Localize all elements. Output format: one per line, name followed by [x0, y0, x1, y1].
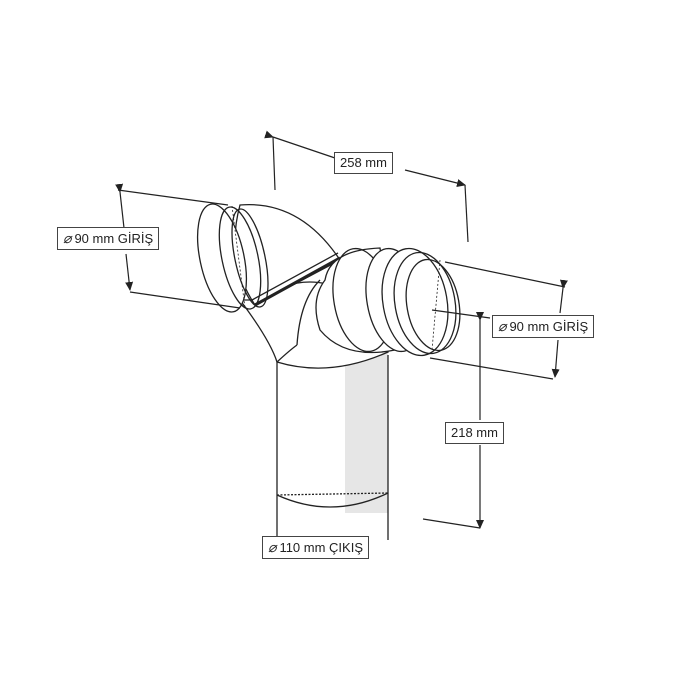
left-elbow — [196, 203, 341, 313]
width-dimension-text: 258 mm — [340, 155, 387, 170]
right-inlet-dimension-label: ⌀90 mm GİRİŞ — [492, 315, 595, 338]
dimension-lines — [115, 130, 568, 529]
width-dimension-label: 258 mm — [334, 152, 393, 174]
diameter-symbol-icon: ⌀ — [63, 230, 72, 246]
outlet-dimension-label: ⌀110 mm ÇIKIŞ — [262, 536, 369, 559]
outlet-pipe — [276, 350, 389, 540]
outlet-dimension-text: 110 mm ÇIKIŞ — [279, 540, 363, 555]
left-inlet-dimension-text: 90 mm GİRİŞ — [74, 231, 154, 246]
diameter-symbol-icon: ⌀ — [268, 539, 277, 555]
height-dimension-text: 218 mm — [451, 425, 498, 440]
diameter-symbol-icon: ⌀ — [498, 318, 507, 334]
height-dimension-label: 218 mm — [445, 422, 504, 444]
right-elbow — [315, 247, 461, 357]
left-inlet-dimension-label: ⌀90 mm GİRİŞ — [57, 227, 160, 250]
right-inlet-dimension-text: 90 mm GİRİŞ — [509, 319, 589, 334]
